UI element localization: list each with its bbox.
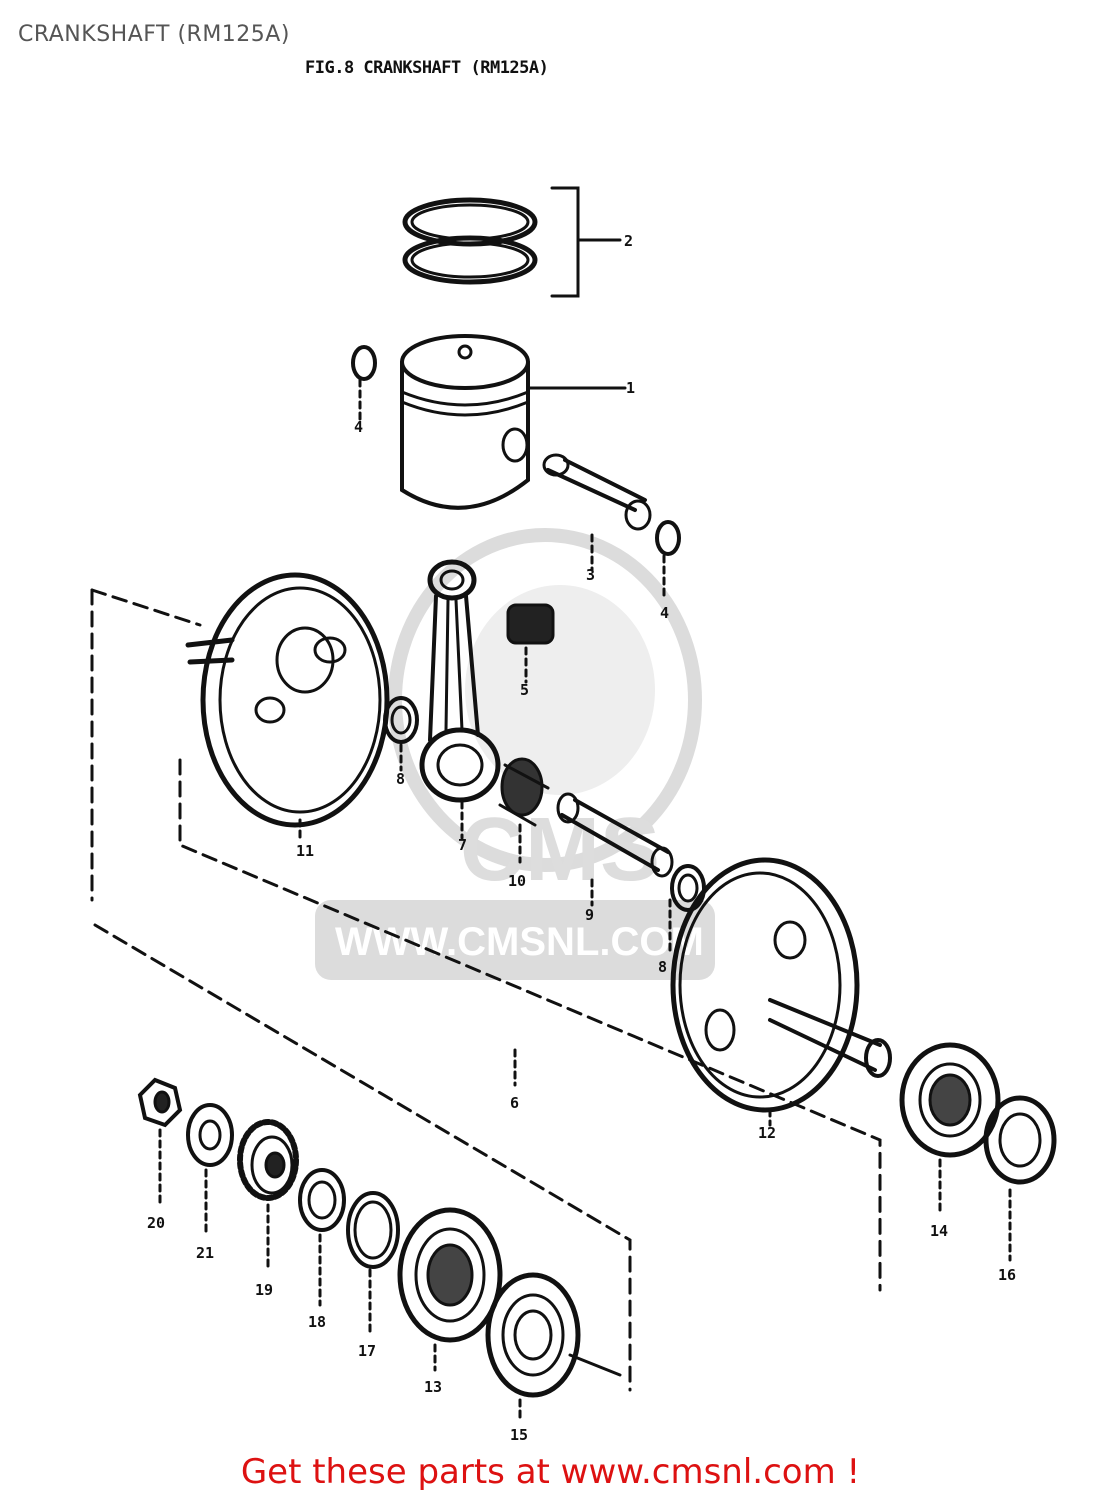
- part-callouts: 2 1 4 3 4 5 8 7 11 10 9 8 6 12 20 21 14 …: [147, 232, 1016, 1440]
- part-9-crank-pin: [556, 792, 674, 907]
- callout-16: 16: [998, 1266, 1016, 1284]
- footer-parts-link[interactable]: Get these parts at www.cmsnl.com !: [240, 1452, 861, 1492]
- part-4-clip-left: [351, 345, 377, 422]
- part-1-piston: [400, 334, 627, 510]
- callout-11: 11: [296, 842, 314, 860]
- part-8-thrust-washer-right: [668, 864, 706, 957]
- part-10-big-end-bearing: [498, 757, 550, 864]
- callout-20: 20: [147, 1214, 165, 1232]
- callout-4-right: 4: [660, 604, 669, 622]
- part-18-spacer: [298, 1168, 346, 1307]
- part-11-left-crank-wheel: [185, 572, 390, 842]
- callout-4-left: 4: [354, 418, 363, 436]
- watermark-banner: [315, 900, 715, 980]
- callout-8-right: 8: [658, 958, 667, 976]
- part-17-shim: [346, 1191, 400, 1337]
- callout-14: 14: [930, 1222, 948, 1240]
- part-4-clip-right: [655, 520, 681, 602]
- part-6-crankshaft-assy-bracket: [90, 588, 882, 1392]
- callout-10: 10: [508, 872, 526, 890]
- callout-17: 17: [358, 1342, 376, 1360]
- callout-7: 7: [458, 836, 467, 854]
- part-13-bearing: [397, 1207, 503, 1372]
- callout-21: 21: [196, 1244, 214, 1262]
- callout-6: 6: [510, 1094, 519, 1112]
- callout-1: 1: [626, 379, 635, 397]
- part-7-connecting-rod: [419, 559, 501, 840]
- watermark-logo-face: [465, 585, 655, 795]
- callout-5: 5: [520, 681, 529, 699]
- callout-3: 3: [586, 566, 595, 584]
- callout-19: 19: [255, 1281, 273, 1299]
- callout-13: 13: [424, 1378, 442, 1396]
- callout-15: 15: [510, 1426, 528, 1440]
- part-14-bearing: [899, 1042, 1001, 1212]
- callout-9: 9: [585, 906, 594, 924]
- watermark-url: WWW.CMSNL.COM: [335, 920, 704, 964]
- page-title: CRANKSHAFT (RM125A): [18, 22, 290, 47]
- callout-2: 2: [624, 232, 633, 250]
- part-21-washer: [186, 1103, 234, 1237]
- part-19-gear: [237, 1119, 299, 1272]
- part-20-nut: [137, 1077, 183, 1207]
- callout-18: 18: [308, 1313, 326, 1331]
- part-16-oil-seal: [983, 1095, 1057, 1262]
- part-15-oil-seal: [485, 1272, 581, 1422]
- part-3-piston-pin: [542, 453, 652, 572]
- figure-heading: FIG.8 CRANKSHAFT (RM125A): [305, 58, 549, 78]
- callout-8-left: 8: [396, 770, 405, 788]
- exploded-parts-diagram: CMS WWW.CMSNL.COM: [90, 186, 1057, 1440]
- callout-12: 12: [758, 1124, 776, 1142]
- part-12-right-crank-wheel: [670, 857, 892, 1127]
- part-5-small-end-bearing: [506, 603, 555, 684]
- part-2-piston-rings: [402, 186, 622, 298]
